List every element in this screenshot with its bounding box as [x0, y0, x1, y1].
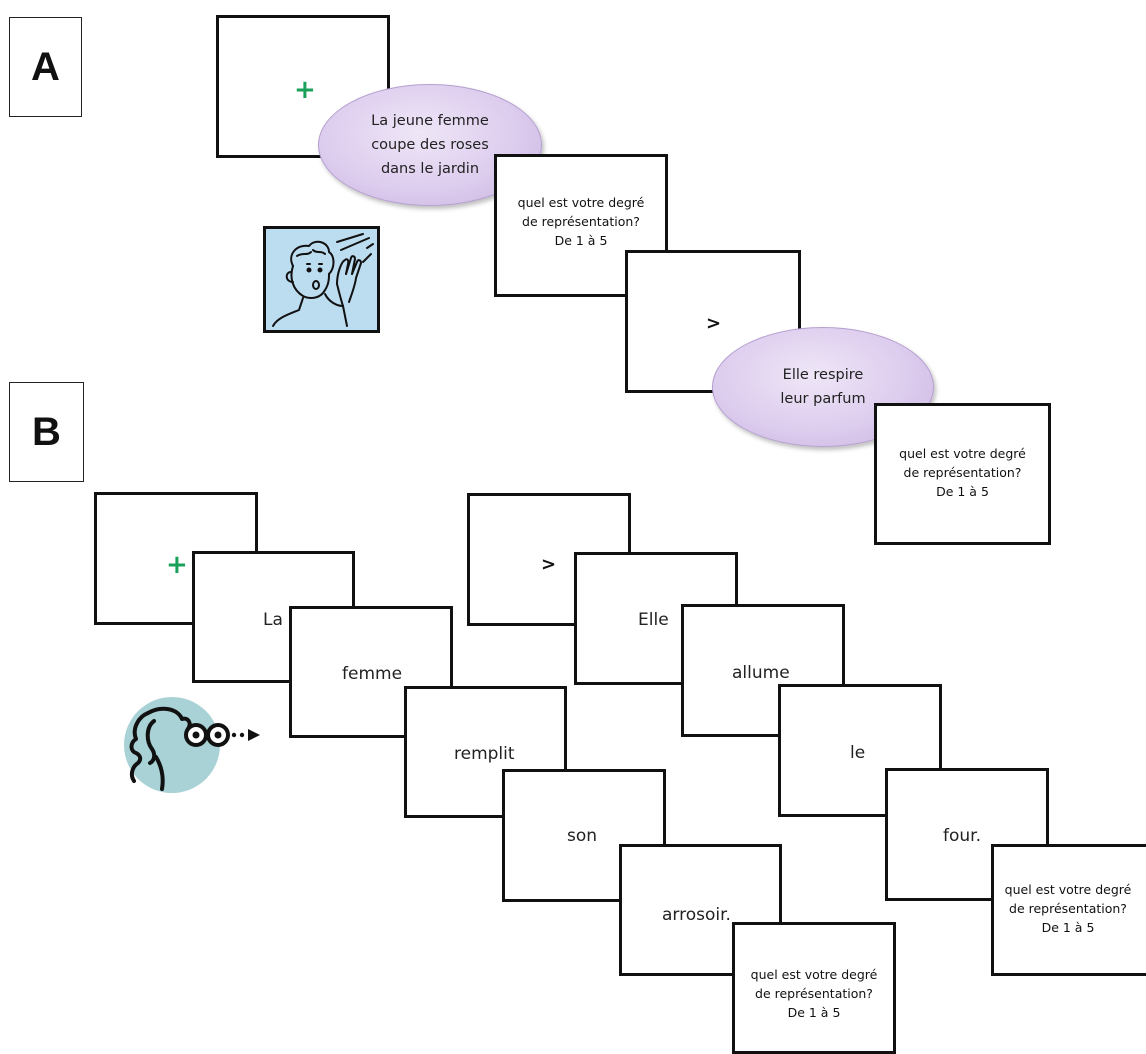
cue-arrow: > — [706, 313, 722, 334]
word: allume — [732, 663, 790, 683]
rating-question: quel est votre degré de représentation? … — [497, 193, 665, 250]
question-line: de représentation? — [755, 986, 873, 1001]
sentence-line: Elle respire — [782, 367, 864, 383]
word: femme — [342, 664, 403, 684]
word: son — [567, 826, 598, 846]
question-line: quel est votre degré — [750, 967, 878, 982]
question-line: de représentation? — [903, 465, 1022, 480]
question-line: De 1 à 5 — [787, 1005, 841, 1020]
person-imagining-icon — [263, 226, 380, 333]
rating-question-frame-3: quel est votre degré de représentation? … — [732, 922, 896, 1054]
question-line: quel est votre degré — [517, 195, 645, 210]
rating-question: quel est votre degré de représentation? … — [877, 444, 1048, 501]
sentence-line: La jeune femme — [371, 113, 489, 129]
question-line: De 1 à 5 — [936, 484, 989, 499]
question-line: quel est votre degré — [1004, 882, 1132, 897]
question-line: quel est votre degré — [899, 446, 1026, 461]
fixation-cross: + — [294, 75, 316, 105]
question-line: De 1 à 5 — [1041, 920, 1095, 935]
fixation-cross: + — [166, 550, 188, 580]
word: La — [263, 610, 283, 630]
question-line: de représentation? — [522, 214, 640, 229]
word: Elle — [638, 610, 669, 630]
word: le — [850, 743, 866, 763]
cue-arrow: > — [541, 554, 557, 575]
rating-question: quel est votre degré de représentation? … — [735, 965, 893, 1022]
word-frame: femme — [289, 606, 453, 738]
rating-question: quel est votre degré de représentation? … — [994, 880, 1142, 937]
rating-question-frame-4: quel est votre degré de représentation? … — [991, 844, 1146, 976]
word: arrosoir. — [662, 905, 731, 925]
word: four. — [943, 826, 981, 846]
rating-question-frame-2: quel est votre degré de représentation? … — [874, 403, 1051, 545]
reading-eyes-icon — [112, 697, 264, 793]
fixation-frame: + — [216, 15, 390, 158]
question-line: De 1 à 5 — [554, 233, 608, 248]
sentence-line: leur parfum — [780, 391, 866, 407]
question-line: de représentation? — [1009, 901, 1127, 916]
panel-label-b: B — [9, 382, 84, 482]
sentence-line: coupe des roses — [371, 137, 489, 153]
sentence-line: dans le jardin — [380, 161, 480, 177]
panel-label-a: A — [9, 17, 82, 117]
word: remplit — [454, 744, 515, 764]
